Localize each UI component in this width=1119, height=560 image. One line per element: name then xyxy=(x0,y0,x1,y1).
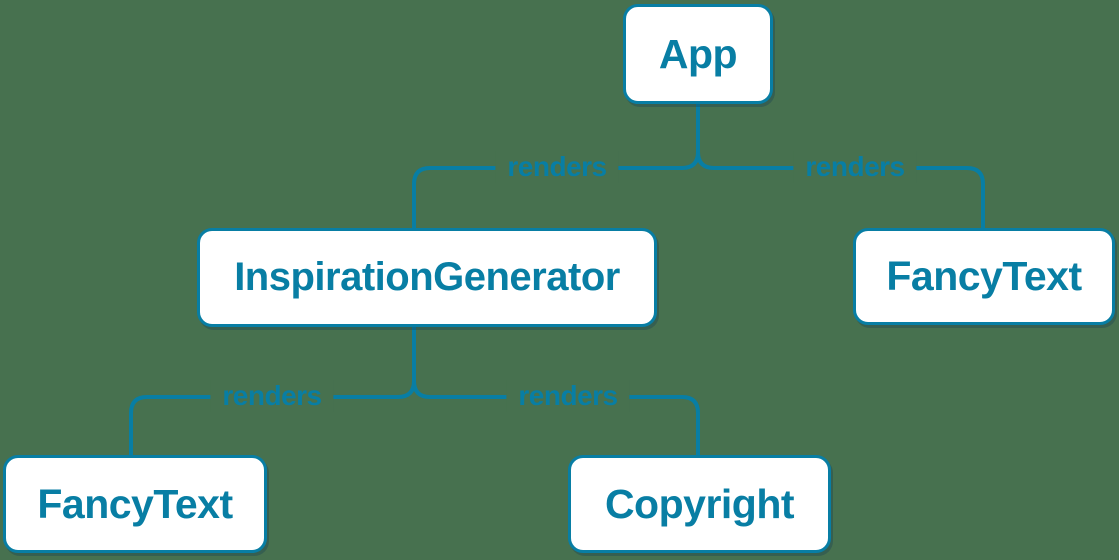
node-label: InspirationGenerator xyxy=(234,255,620,299)
node-label: FancyText xyxy=(37,480,233,527)
node-label: Copyright xyxy=(604,480,795,527)
node-inspiration-generator: InspirationGenerator xyxy=(197,228,657,327)
edge-label-renders-app-fancy-text: renders xyxy=(793,151,917,183)
node-fancy-text-right: FancyText xyxy=(853,228,1115,325)
edge-label-renders-inspiration-generator-copyright: renders xyxy=(506,380,630,412)
node-label: FancyText xyxy=(886,253,1082,299)
node-label: App xyxy=(658,30,738,77)
edge-label-renders-app-inspiration-generator: renders xyxy=(495,151,619,183)
node-copyright: Copyright xyxy=(568,455,831,553)
node-fancy-text-left: FancyText xyxy=(3,455,267,553)
edge-label-renders-inspiration-generator-fancy-text: renders xyxy=(210,380,334,412)
node-app: App xyxy=(623,4,773,104)
